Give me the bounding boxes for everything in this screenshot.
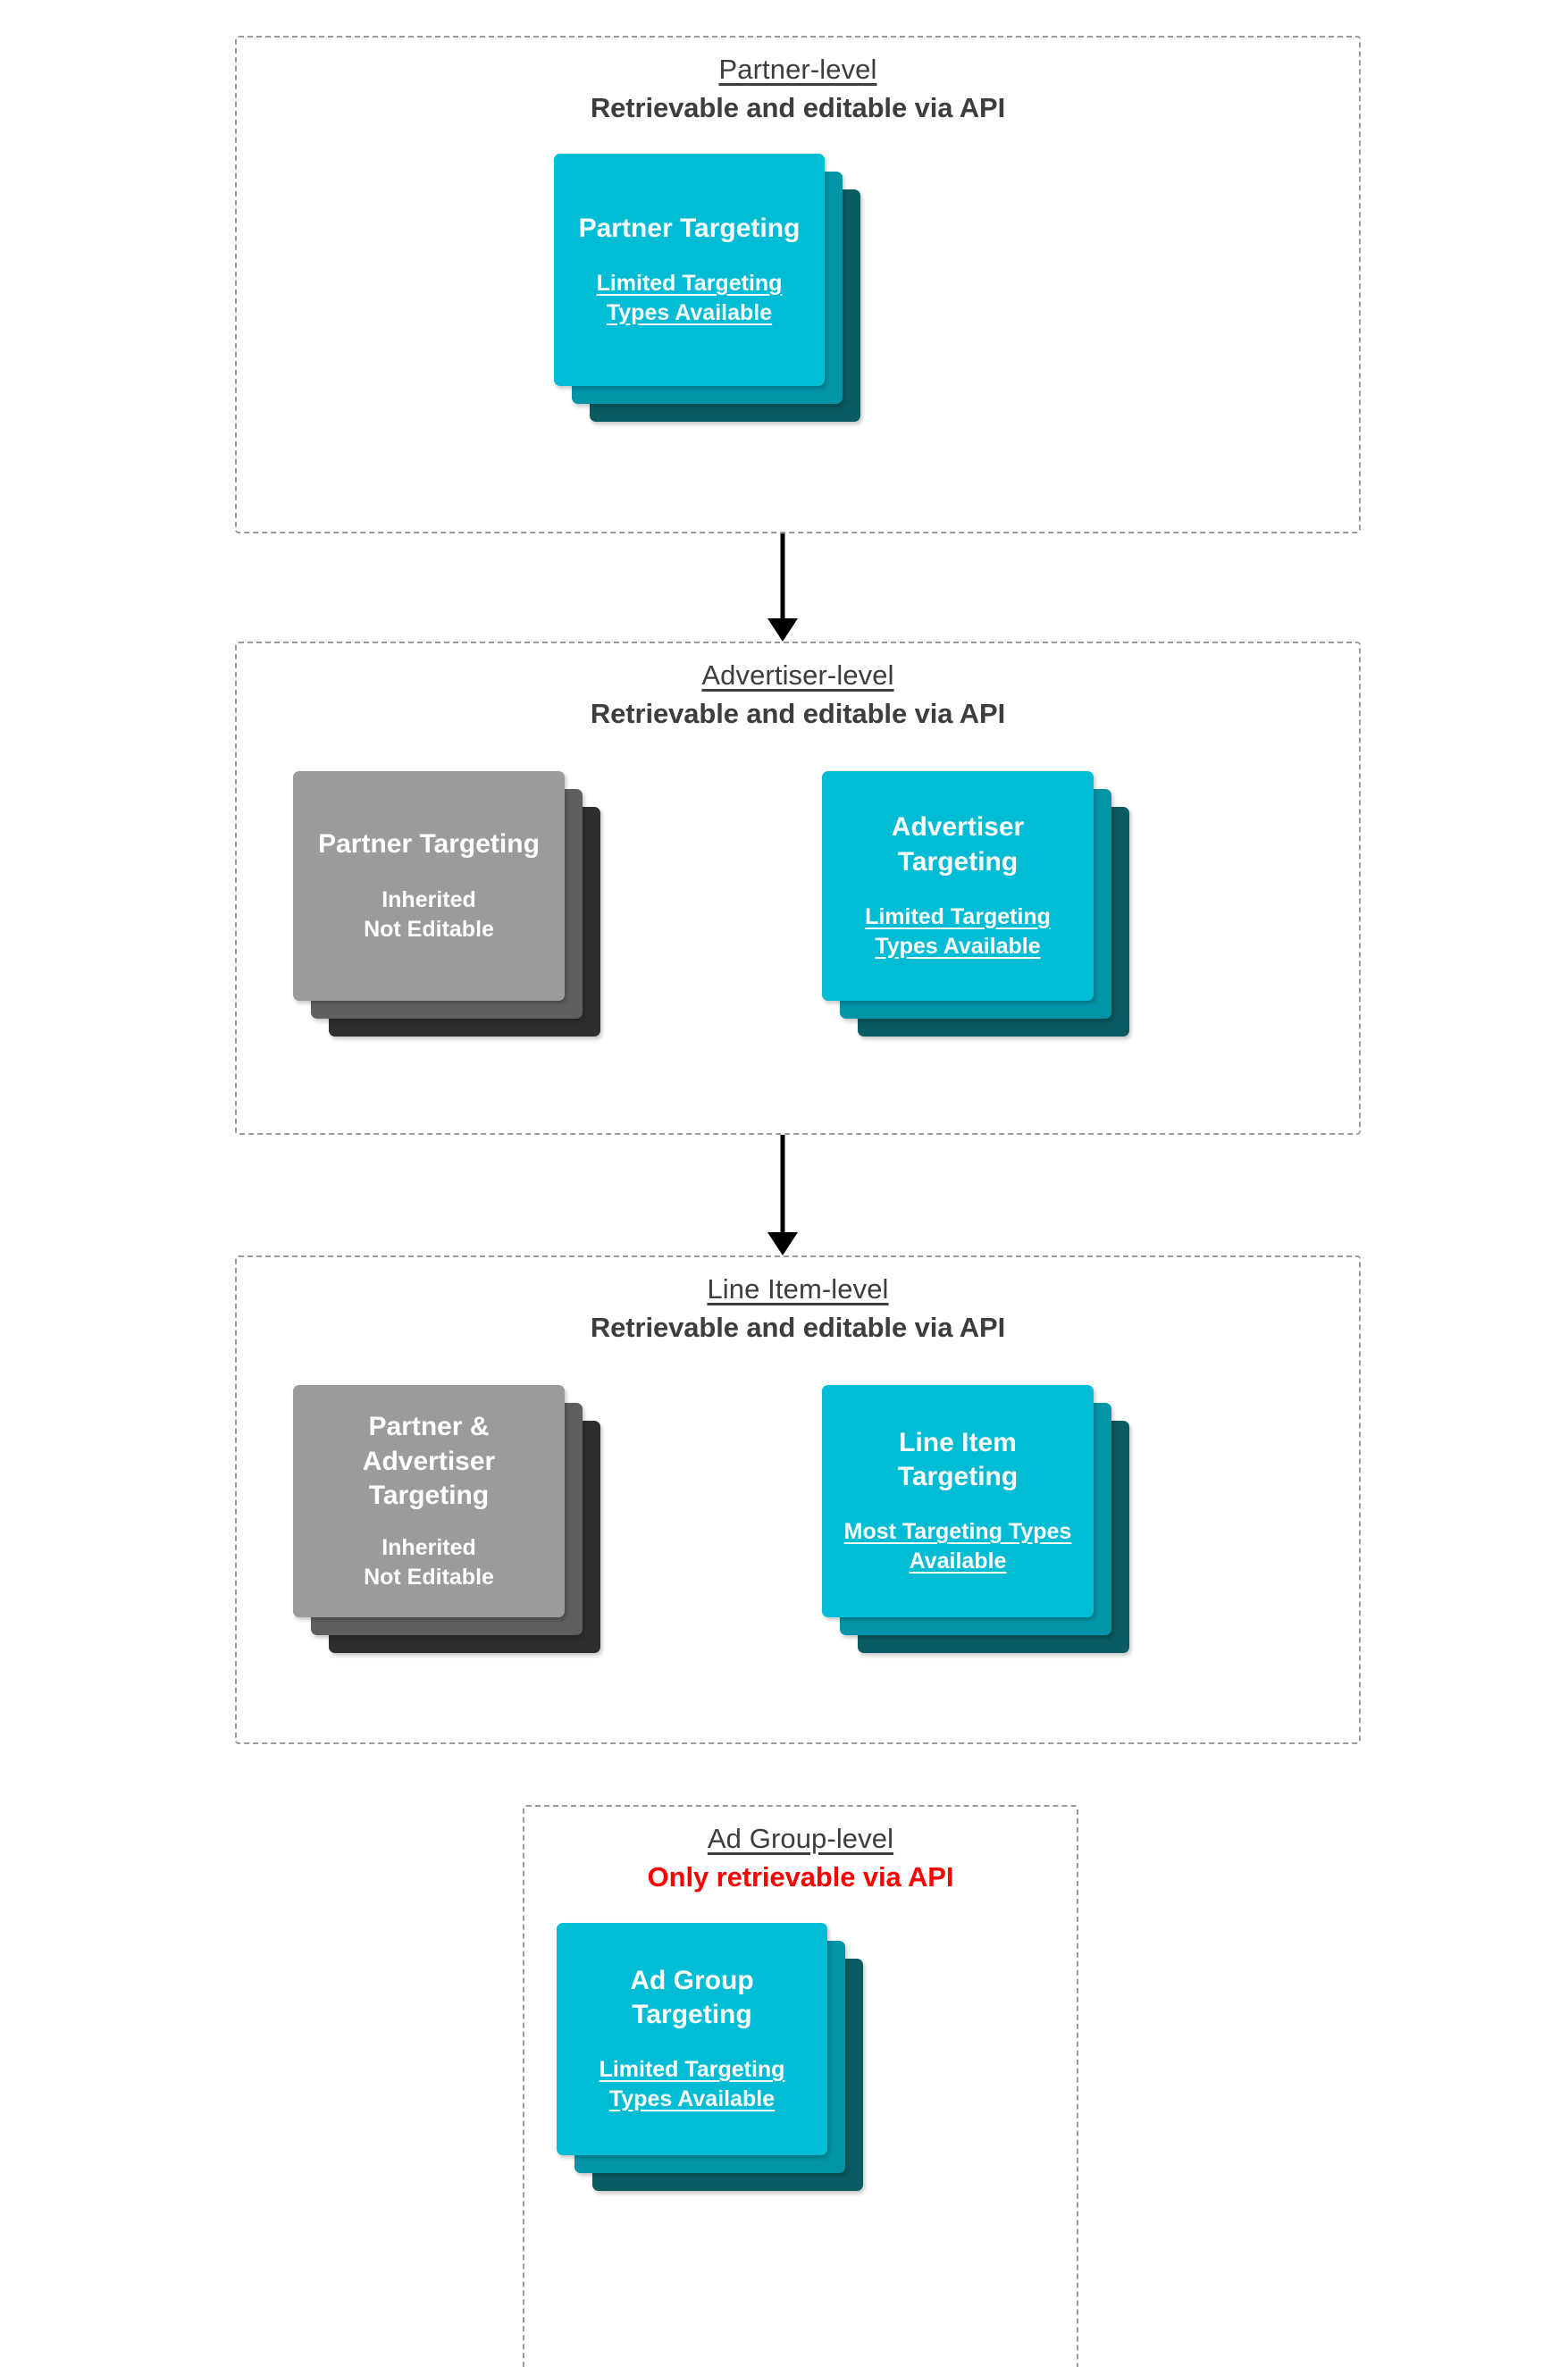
level-title-line-item: Line Item-level [707, 1273, 889, 1305]
card-ad-group-targeting[interactable]: Ad Group Targeting Limited Targeting Typ… [557, 1923, 827, 2155]
level-heading-partner: Partner-level Retrievable and editable v… [237, 55, 1359, 122]
card-subtitle: Limited Targeting Types Available [599, 2057, 785, 2112]
card-title: Partner & Advertiser Targeting [362, 1412, 496, 1511]
card-inherited-partner-advertiser-targeting[interactable]: Partner & Advertiser Targeting Inherited… [293, 1385, 565, 1617]
arrow-head-icon [767, 1232, 798, 1255]
card-stack-inherited-partner: Partner Targeting Inherited Not Editable [293, 771, 624, 1075]
arrow-head-icon [767, 618, 798, 642]
card-title: Partner Targeting [578, 213, 801, 243]
card-title: Advertiser Targeting [891, 812, 1025, 877]
level-title-partner: Partner-level [718, 54, 877, 85]
card-line-item-targeting[interactable]: Line Item Targeting Most Targeting Types… [822, 1385, 1094, 1617]
level-heading-advertiser: Advertiser-level Retrievable and editabl… [237, 661, 1359, 727]
level-heading-line-item: Line Item-level Retrievable and editable… [237, 1275, 1359, 1341]
card-title: Ad Group Targeting [630, 1965, 754, 2029]
card-title: Partner Targeting [318, 829, 540, 860]
card-subtitle: Limited Targeting Types Available [596, 271, 783, 326]
card-stack-ad-group-targeting: Ad Group Targeting Limited Targeting Typ… [557, 1923, 887, 2236]
arrow-shaft [780, 1135, 785, 1232]
card-subtitle: Limited Targeting Types Available [865, 903, 1051, 959]
card-title: Line Item Targeting [897, 1427, 1019, 1491]
card-inherited-partner-targeting[interactable]: Partner Targeting Inherited Not Editable [293, 771, 565, 1001]
level-heading-ad-group: Ad Group-level Only retrievable via API [524, 1825, 1077, 1891]
arrow-advertiser-to-line-item [765, 1135, 801, 1255]
card-advertiser-targeting[interactable]: Advertiser Targeting Limited Targeting T… [822, 771, 1094, 1001]
card-stack-inherited-partner-advertiser: Partner & Advertiser Targeting Inherited… [293, 1385, 624, 1693]
level-api-note-line-item: Retrievable and editable via API [590, 1312, 1006, 1343]
arrow-partner-to-advertiser [765, 533, 801, 642]
level-api-note-partner: Retrievable and editable via API [590, 92, 1006, 123]
card-stack-line-item-targeting: Line Item Targeting Most Targeting Types… [822, 1385, 1153, 1693]
level-api-note-ad-group: Only retrievable via API [647, 1861, 954, 1893]
card-stack-advertiser-targeting: Advertiser Targeting Limited Targeting T… [822, 771, 1153, 1075]
level-container-partner: Partner-level Retrievable and editable v… [235, 36, 1361, 533]
card-partner-targeting[interactable]: Partner Targeting Limited Targeting Type… [554, 154, 825, 386]
level-container-ad-group: Ad Group-level Only retrievable via API … [523, 1805, 1078, 2367]
arrow-shaft [780, 533, 785, 618]
card-stack-partner-targeting: Partner Targeting Limited Targeting Type… [554, 154, 885, 457]
level-title-advertiser: Advertiser-level [701, 659, 894, 691]
level-title-ad-group: Ad Group-level [707, 1823, 894, 1854]
card-subtitle: Inherited Not Editable [364, 1534, 494, 1590]
level-container-line-item: Line Item-level Retrievable and editable… [235, 1255, 1361, 1744]
level-container-advertiser: Advertiser-level Retrievable and editabl… [235, 642, 1361, 1135]
card-subtitle: Inherited Not Editable [364, 886, 494, 942]
level-api-note-advertiser: Retrievable and editable via API [590, 698, 1006, 729]
card-subtitle: Most Targeting Types Available [843, 1519, 1072, 1574]
